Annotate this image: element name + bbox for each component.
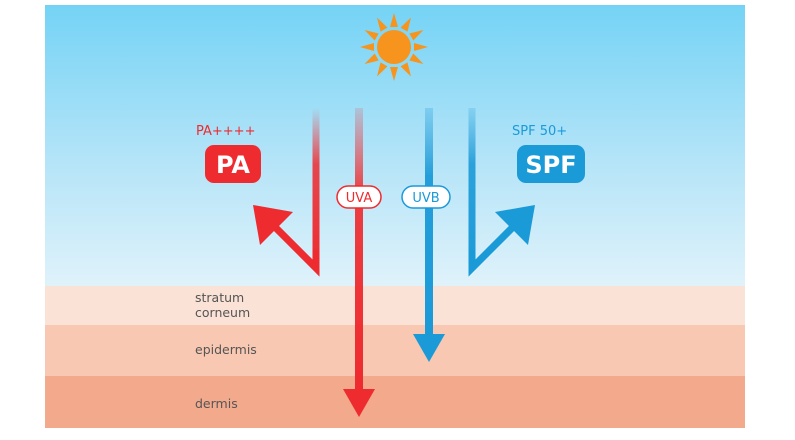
stratum-corneum-layer <box>45 286 745 325</box>
uva-label-text: UVA <box>346 191 373 206</box>
uva-penetrating-arrow <box>343 108 375 417</box>
dermis-layer <box>45 376 745 428</box>
spf-badge-text: SPF <box>525 151 576 179</box>
dermis-label: dermis <box>195 396 238 411</box>
uva-label: UVA <box>336 185 382 209</box>
epidermis-label: epidermis <box>195 342 257 357</box>
uvb-label-text: UVB <box>412 191 439 206</box>
stratum-label-line1: stratum <box>195 290 244 305</box>
epidermis-layer <box>45 325 745 376</box>
uvb-label: UVB <box>401 185 451 209</box>
spf-badge: SPF <box>517 145 585 183</box>
uva-reflected-arrow <box>253 108 320 277</box>
spf-rating: SPF 50+ <box>512 124 567 139</box>
pa-rating: PA++++ <box>196 124 255 139</box>
pa-badge-text: PA <box>216 151 250 179</box>
uvb-penetrating-arrow <box>413 108 445 362</box>
uvb-reflected-arrow <box>468 108 535 277</box>
pa-badge: PA <box>205 145 261 183</box>
stratum-label-line2: corneum <box>195 305 250 320</box>
sun-icon <box>360 13 428 81</box>
